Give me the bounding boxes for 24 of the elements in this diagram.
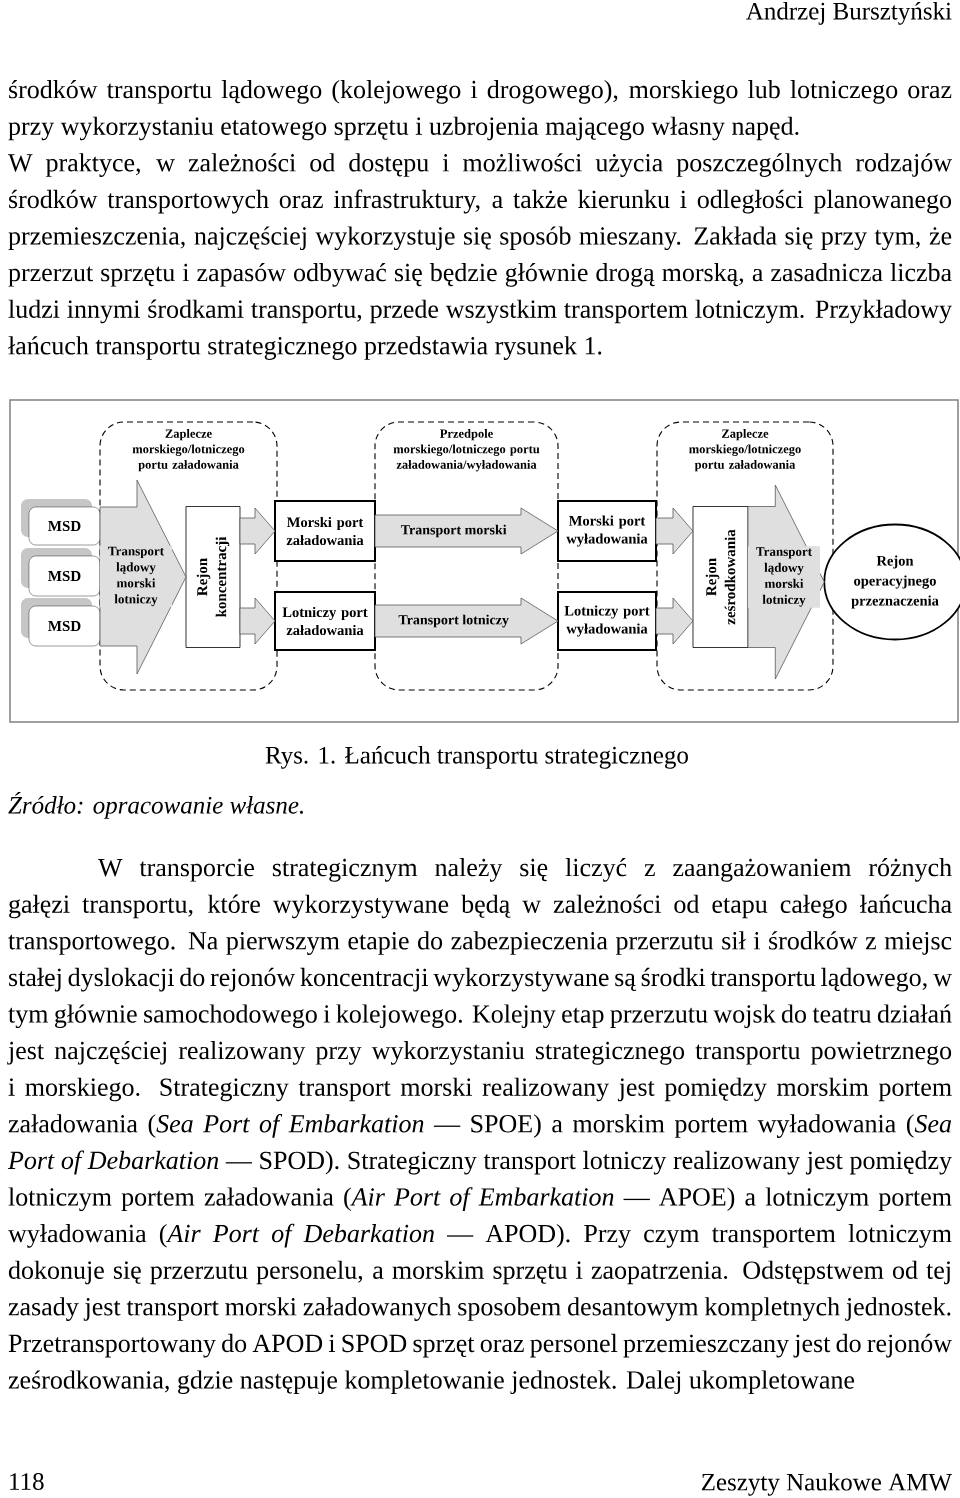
running-foot: Zeszyty Naukowe AMW [701, 1473, 952, 1496]
port-box: Morski port załadowania [274, 500, 376, 562]
figure-caption: Rys. 1. Łańcuch transportu strategicznego [265, 746, 688, 769]
area-box: Rejon ześrodkowania [692, 506, 749, 648]
port-box: Morski port wyładowania [557, 500, 657, 562]
port-box: Lotniczy port wyładowania [557, 591, 657, 651]
source-note: Źródło: opracowanie własne. [8, 792, 303, 819]
unit-box: MSD [21, 598, 101, 647]
body-paragraph: W praktyce, w zależności od dostępu i możliwości użycia poszczególnych rodzajów środków transportowych oraz infrastruktury, a także kierunku i odległości planowanego przemieszczenia, najczęściej wykorzystuje się sposób mieszany. Zakłada się przy tym, że przerzut sprzętu i zapasów odbywać się będzie głównie drogą morską, a zasadnicza liczba ludzi innymi środkami transportu, przede wszystkim transportem lotniczym. Przykładowy łańcuch transportu strategicznego przedstawia rysunek 1. [8, 153, 952, 360]
body-paragraph: W transporcie strategicznym należy się liczyć z zaangażowaniem różnych gałęzi transportu, które wykorzystywane będą w zależności od etapu całego łańcucha transportowego. Na pierwszym etapie do zabezpieczenia przerzutu sił i środków z miejsc stałej dyslokacji do rejonów koncentracji wykorzystywane są środki transportu lądowego, w tym głównie samochodowego i kolejowego. Kolejny etap przerzutu wojsk do teatru działań jest najczęściej realizowany przy wykorzystaniu strategicznego transportu powietrznego i morskiego. Strategiczny transport morski realizowany jest pomiędzy morskim portem załadowania (Sea Port of Embarkation — SPOE) a morskim portem wyładowania (Sea Port of Debarkation — SPOD). Strategiczny transport lotniczy realizowany jest pomiędzy lotniczym portem załadowania (Air Port of Embarkation — APOE) a lotniczym portem wyładowania (Air Port of Debarkation — APOD). Przy czym transportem lotniczym dokonuje się przerzutu personelu, a morskim sprzętu i zaopatrzenia. Odstępstwem od tej zasady jest transport morski załadowanych sposobem desantowym kompletnych jednostek. Przetransportowany do APOD i SPOD sprzęt oraz personel przemieszczany jest do rejonów ześrodkowania, gdzie następuje kompletowanie jednostek. Dalej ukompletowane [7, 858, 952, 1395]
page-number: 118 [10, 1473, 44, 1490]
block-arrow [655, 597, 694, 645]
block-arrow [239, 597, 276, 645]
edge-label: Transport lądowy morski lotniczy [748, 546, 820, 608]
running-head: Andrzej Bursztyński [746, 2, 952, 25]
node-label: Rejon operacyjnego przeznaczenia [851, 555, 939, 609]
area-box: Rejon koncentracji [185, 506, 241, 648]
port-box: Lotniczy port załadowania [274, 591, 376, 651]
unit-box: MSD [21, 499, 101, 546]
block-arrow [239, 507, 276, 555]
edge-label: Transport lądowy morski lotniczy [100, 545, 172, 608]
unit-box: MSD [21, 548, 101, 597]
block-arrow [655, 507, 694, 555]
body-paragraph: środków transportu lądowego (kolejowego i drogowego), morskiego lub lotniczego oraz przy wykorzystaniu etatowego sprzętu i uzbrojenia mającego własny napęd. [8, 80, 952, 141]
